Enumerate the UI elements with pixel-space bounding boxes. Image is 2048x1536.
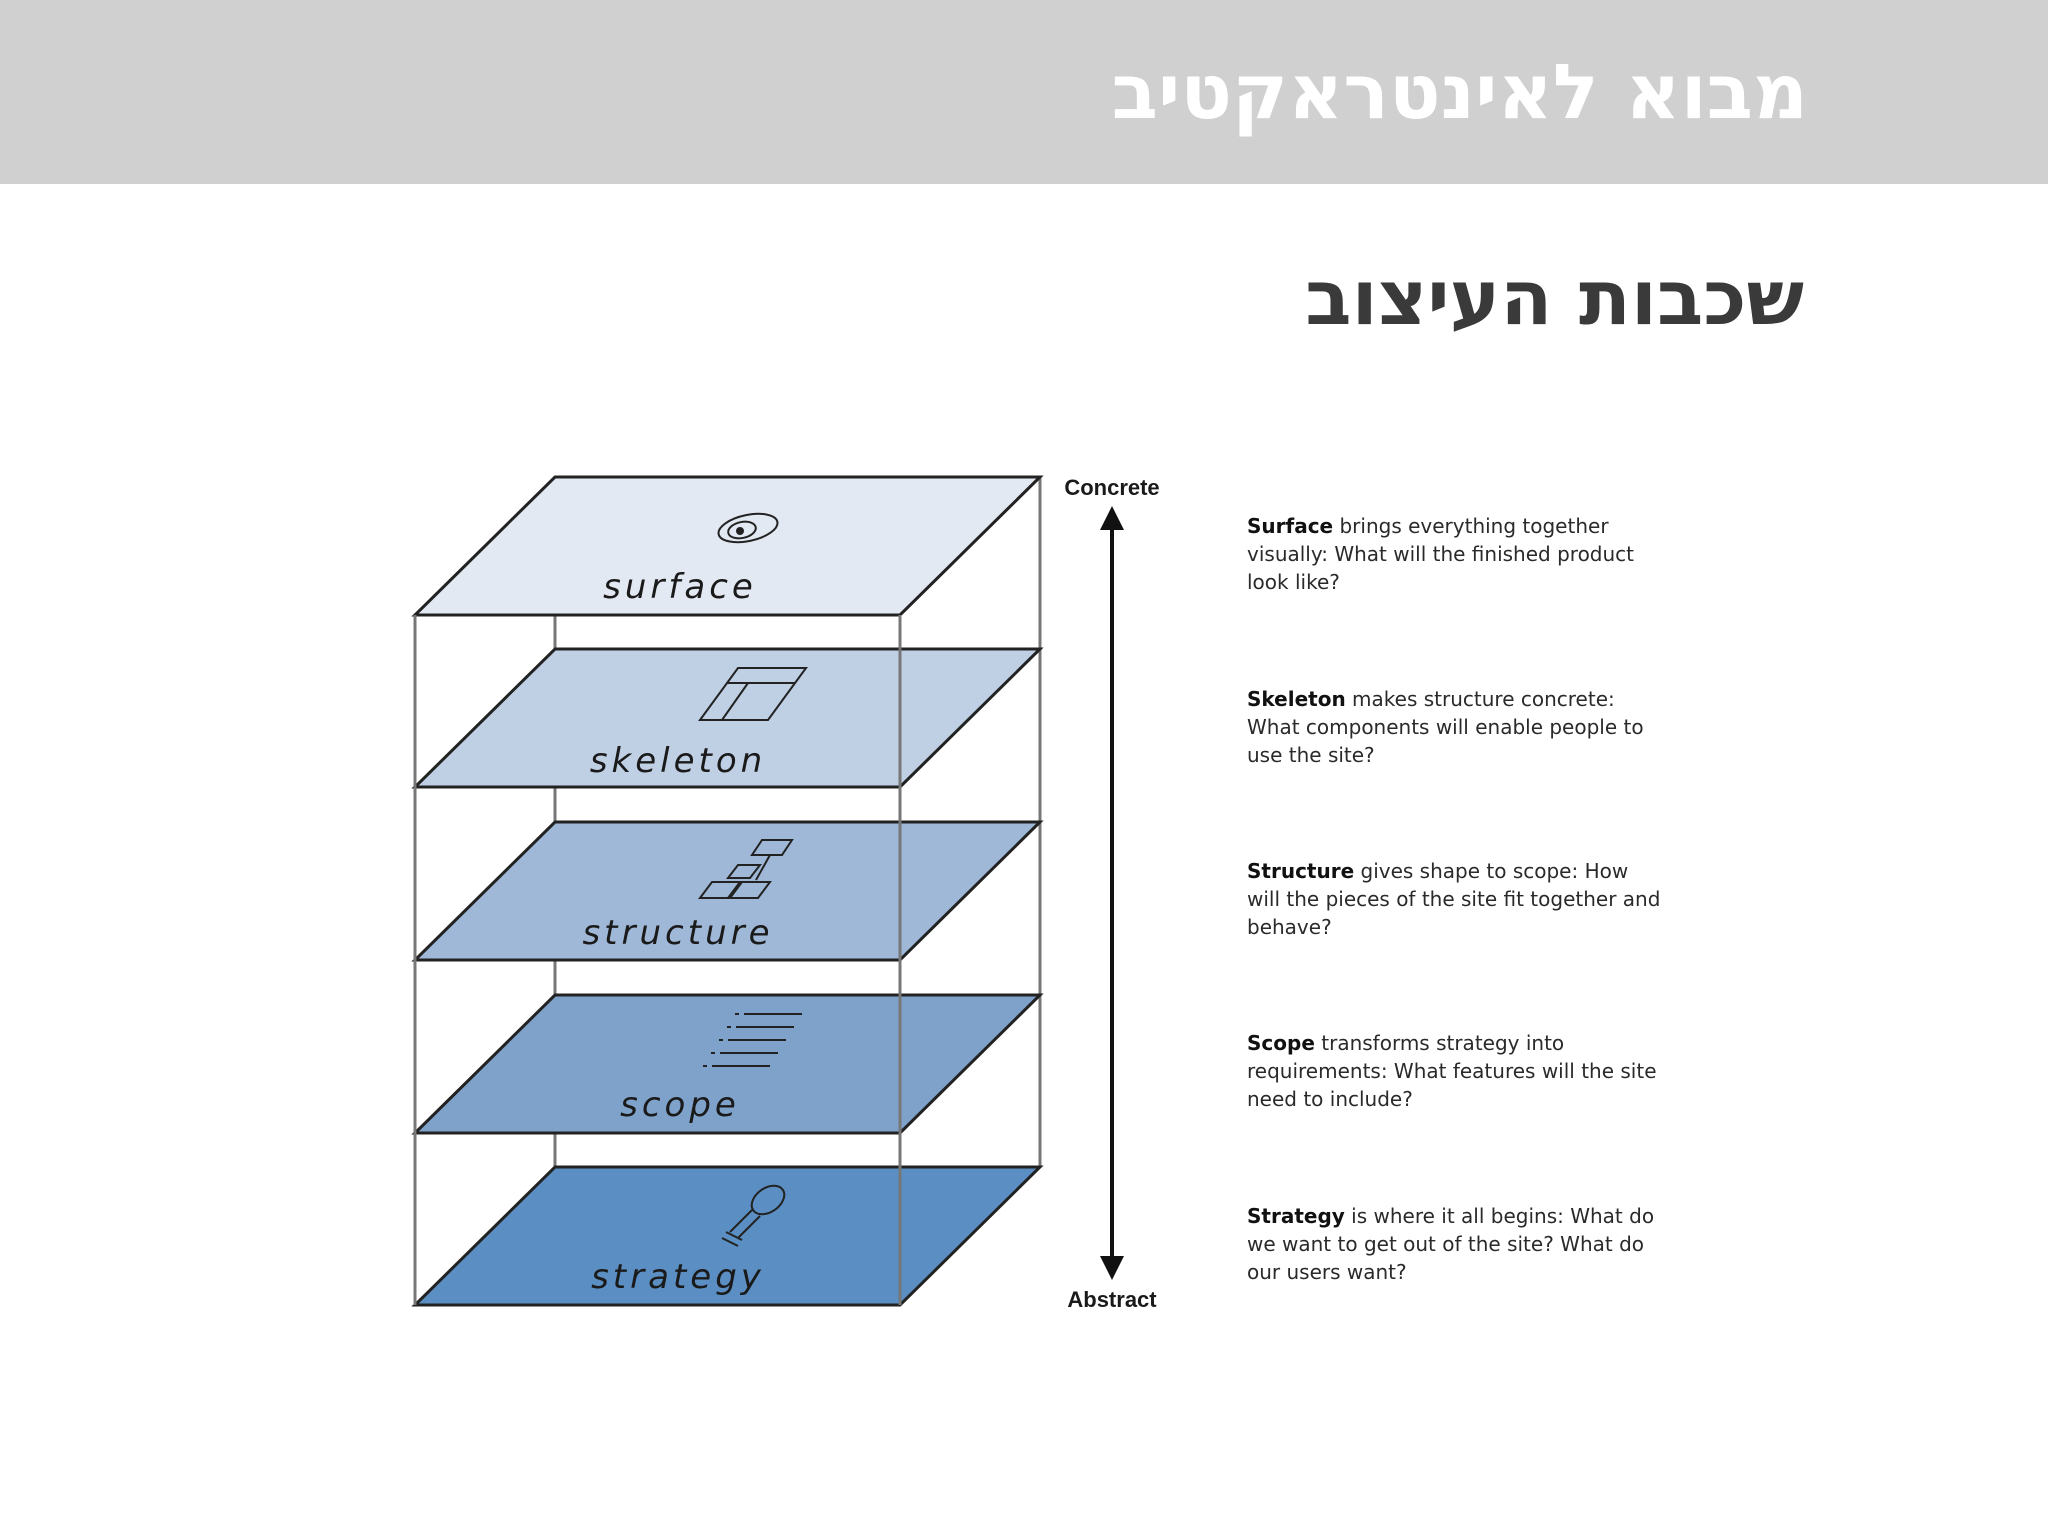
- plane-label-scope: scope: [620, 1085, 740, 1125]
- description-term: Structure: [1247, 859, 1355, 883]
- plane-label-strategy: strategy: [591, 1257, 765, 1297]
- header-title: מבוא לאינטראקטיב: [1111, 47, 1808, 136]
- description-term: Skeleton: [1247, 687, 1346, 711]
- axis-label-abstract: Abstract: [1067, 1287, 1157, 1312]
- lightbulb-icon: [721, 1184, 786, 1247]
- description-strategy: Strategy is where it all begins: What do…: [1247, 1202, 1667, 1286]
- description-term: Strategy: [1247, 1204, 1345, 1228]
- plane-label-skeleton: skeleton: [590, 741, 766, 781]
- description-structure: Structure gives shape to scope: How will…: [1247, 857, 1667, 941]
- description-text: gives shape to scope: How will the piece…: [1247, 859, 1661, 939]
- axis-label-concrete: Concrete: [1064, 475, 1159, 500]
- list-icon: [703, 1013, 802, 1067]
- description-text: is where it all begins: What do we want …: [1247, 1204, 1655, 1284]
- hierarchy-icon: [698, 839, 794, 899]
- plane-skeleton: skeleton: [411, 647, 1044, 789]
- header-bar: מבוא לאינטראקטיב: [0, 0, 2048, 184]
- plane-label-structure: structure: [582, 913, 773, 953]
- page-title: שכבות העיצוב: [1305, 253, 1804, 342]
- wireframe-icon: [698, 667, 808, 721]
- plane-structure: structure: [411, 820, 1044, 962]
- eye-icon: [717, 512, 779, 544]
- description-text: brings everything together visually: Wha…: [1247, 514, 1635, 594]
- description-skeleton: Skeleton makes structure concrete: What …: [1247, 685, 1667, 769]
- description-text: transforms strategy into requirements: W…: [1247, 1031, 1657, 1111]
- plane-scope: scope: [411, 993, 1044, 1135]
- description-scope: Scope transforms strategy into requireme…: [1247, 1029, 1667, 1113]
- description-term: Scope: [1247, 1031, 1315, 1055]
- plane-label-surface: surface: [603, 567, 757, 607]
- description-term: Surface: [1247, 514, 1334, 538]
- plane-surface: surface: [411, 475, 1044, 617]
- description-text: makes structure concrete: What component…: [1247, 687, 1644, 767]
- plane-strategy: strategy: [411, 1165, 1044, 1307]
- description-surface: Surface brings everything together visua…: [1247, 512, 1667, 596]
